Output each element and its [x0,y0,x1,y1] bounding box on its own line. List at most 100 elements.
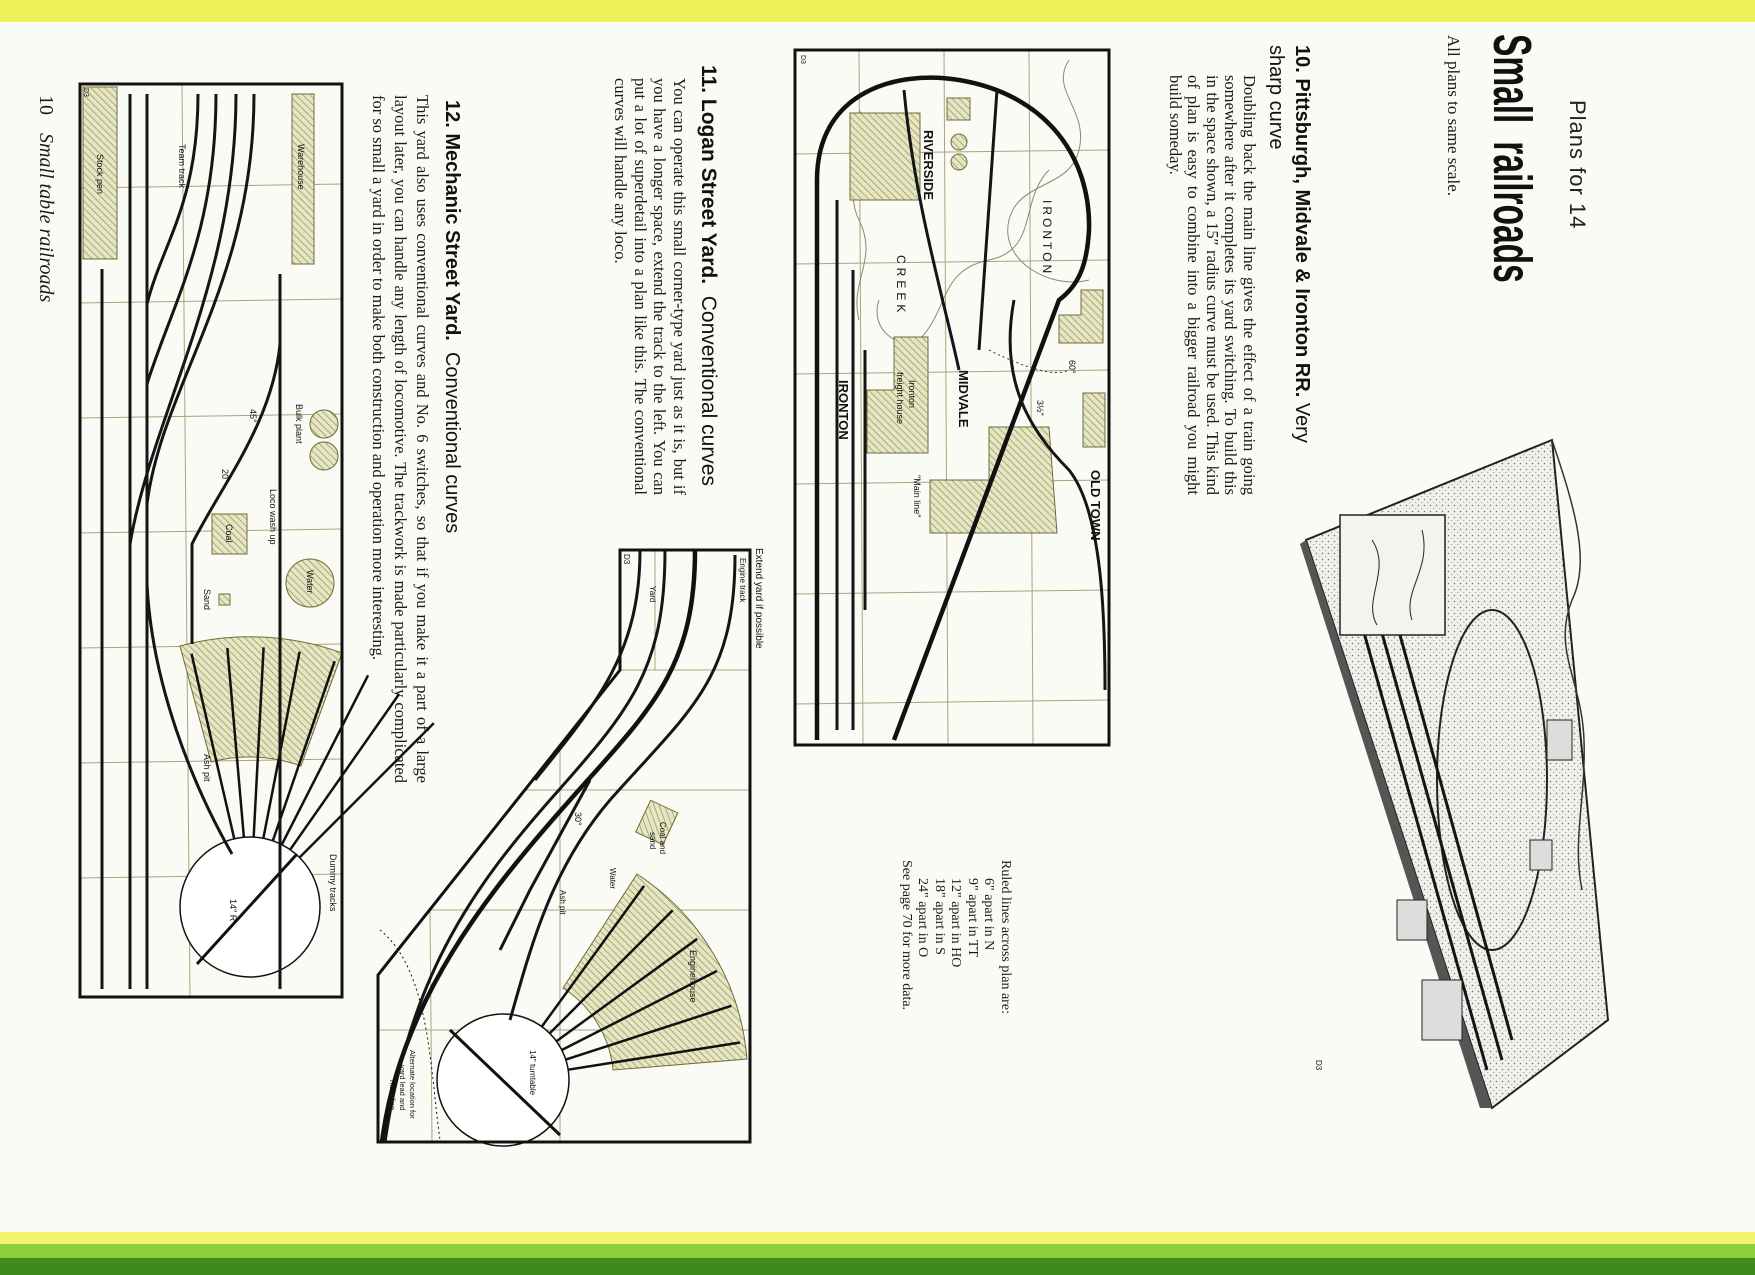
label-alternate: main line [388,1080,397,1110]
stall-track [548,909,674,1035]
label-coal-sand: Coal and [658,822,667,854]
section-title: 10. Pittsburgh, Midvale & Ironton RR. [1291,45,1313,398]
turntable-bridge [448,1028,562,1137]
contour-line [876,169,1050,344]
note-line: 12" apart in HO [948,878,964,968]
label-warehouse: Warehouse [296,144,306,190]
section-10-body: Doubling back the main line gives the ef… [1166,75,1259,495]
label-creek: CREEK [894,255,908,316]
label-riverside: RIVERSIDE [921,130,936,200]
building [1421,979,1463,1041]
page-number: 10 [35,95,57,115]
coal-bin [211,513,248,555]
layout-perspective-illustration: D3 [1300,438,1610,1110]
section-11-heading: 11. Logan Street Yard. Conventional curv… [695,65,721,625]
yard-tracks [1350,569,1514,1071]
enginehouse [562,873,748,1071]
label-main-line: "Main line" [912,475,922,517]
label-alternate: Alternate location for [408,1050,417,1119]
stall-track [298,722,435,859]
sand-house [218,593,231,606]
riverside-building [849,112,921,201]
note-line: 6" apart in N [981,878,997,951]
label-water: Water [305,570,315,594]
label-freight-house: freight house [895,372,905,424]
section-12-heading: 12. Mechanic Street Yard. Conventional c… [439,100,465,620]
running-title: Small table railroads [35,133,57,303]
plan-code: D3 [622,554,631,565]
label-angle: 60° [1067,360,1077,374]
label-turntable: 14" turntable [528,1050,537,1096]
stall-track [226,647,246,838]
stock-pen [82,86,118,260]
section-descriptor: Conventional curves [441,351,463,534]
section-title: 12. Mechanic Street Yard. [441,100,463,341]
stall-track [190,653,236,840]
label-ash-pit: Ash pit [558,890,567,915]
water-tank [285,558,335,608]
grid-lines [794,49,1110,746]
tank [950,153,968,171]
track-loop [1436,609,1548,951]
label-alternate: yard lead and [398,1065,407,1110]
label-engine-track: Engine track [738,558,747,603]
plan-frame [78,82,344,999]
inset-plan-tracks [1371,529,1425,626]
bulk-plant-tank [309,409,339,439]
plan-11-diagram: Extend yard if possible Engine track Yar… [376,548,764,1147]
section-11-body: You can operate this small corner-type y… [611,78,690,495]
label-dummy-tracks: Dummy tracks [328,854,338,912]
label-old-town: OLD TOWN [1088,470,1103,541]
building [1396,899,1428,941]
plan-code: D3 [82,88,89,97]
angle-arc [988,349,1070,373]
label-coal: Coal [224,524,234,543]
label-angle: 20° [220,469,230,483]
stall-track [555,937,698,1043]
stall-track [280,674,370,846]
stall-track [561,969,718,1052]
plan-frame [793,48,1111,747]
old-town-building [1058,289,1104,344]
label-bulk-plant: Bulk plant [294,404,304,444]
label-enginehouse: Enginehouse [688,950,698,1003]
label-water: Water [608,868,617,889]
label-midvale: MIDVALE [956,370,971,428]
riverside-spurs [902,89,999,371]
label-coal-sand: sand [648,832,657,849]
yard-tracks [100,93,282,989]
building [1529,839,1553,871]
main-line-track [814,75,1092,741]
stall-track [540,885,646,1028]
stall-track [271,660,336,842]
yard-track [533,549,642,781]
label-ironton: IRONTON [836,380,851,440]
freight-house [866,336,929,454]
page-footer: 10Small table railroads [34,95,57,302]
yard-track [383,549,667,1143]
board-edge [1300,540,1492,1108]
alternate-route [379,929,441,1141]
old-town-branch [1008,299,1107,691]
contour-line [1007,59,1090,283]
inset-plan-box [1339,514,1446,636]
label-freight-house: Ironton [907,380,917,408]
bulk-plant-tank [309,441,339,471]
label-ash-pit: Ash pit [202,754,212,782]
label-grade: 3½" [1035,400,1045,416]
hill-outline [1551,439,1585,891]
ash-pit-track [498,779,592,951]
page-kicker: Plans for 14 [1565,100,1590,230]
label-radius: 14" R [228,899,238,922]
tank [950,133,968,151]
label-extend-yard: Extend yard if possible [753,548,764,649]
section-12-body: This yard also uses conventional curves … [369,95,432,783]
building [1546,719,1573,761]
label-stock-pen: Stock pen [95,154,105,194]
engine-track [508,554,737,1021]
warehouse [291,93,315,265]
illustration-code: D3 [1314,1060,1323,1071]
section-descriptor: Conventional curves [697,295,720,486]
page-subtitle: All plans to same scale. [1444,35,1463,196]
